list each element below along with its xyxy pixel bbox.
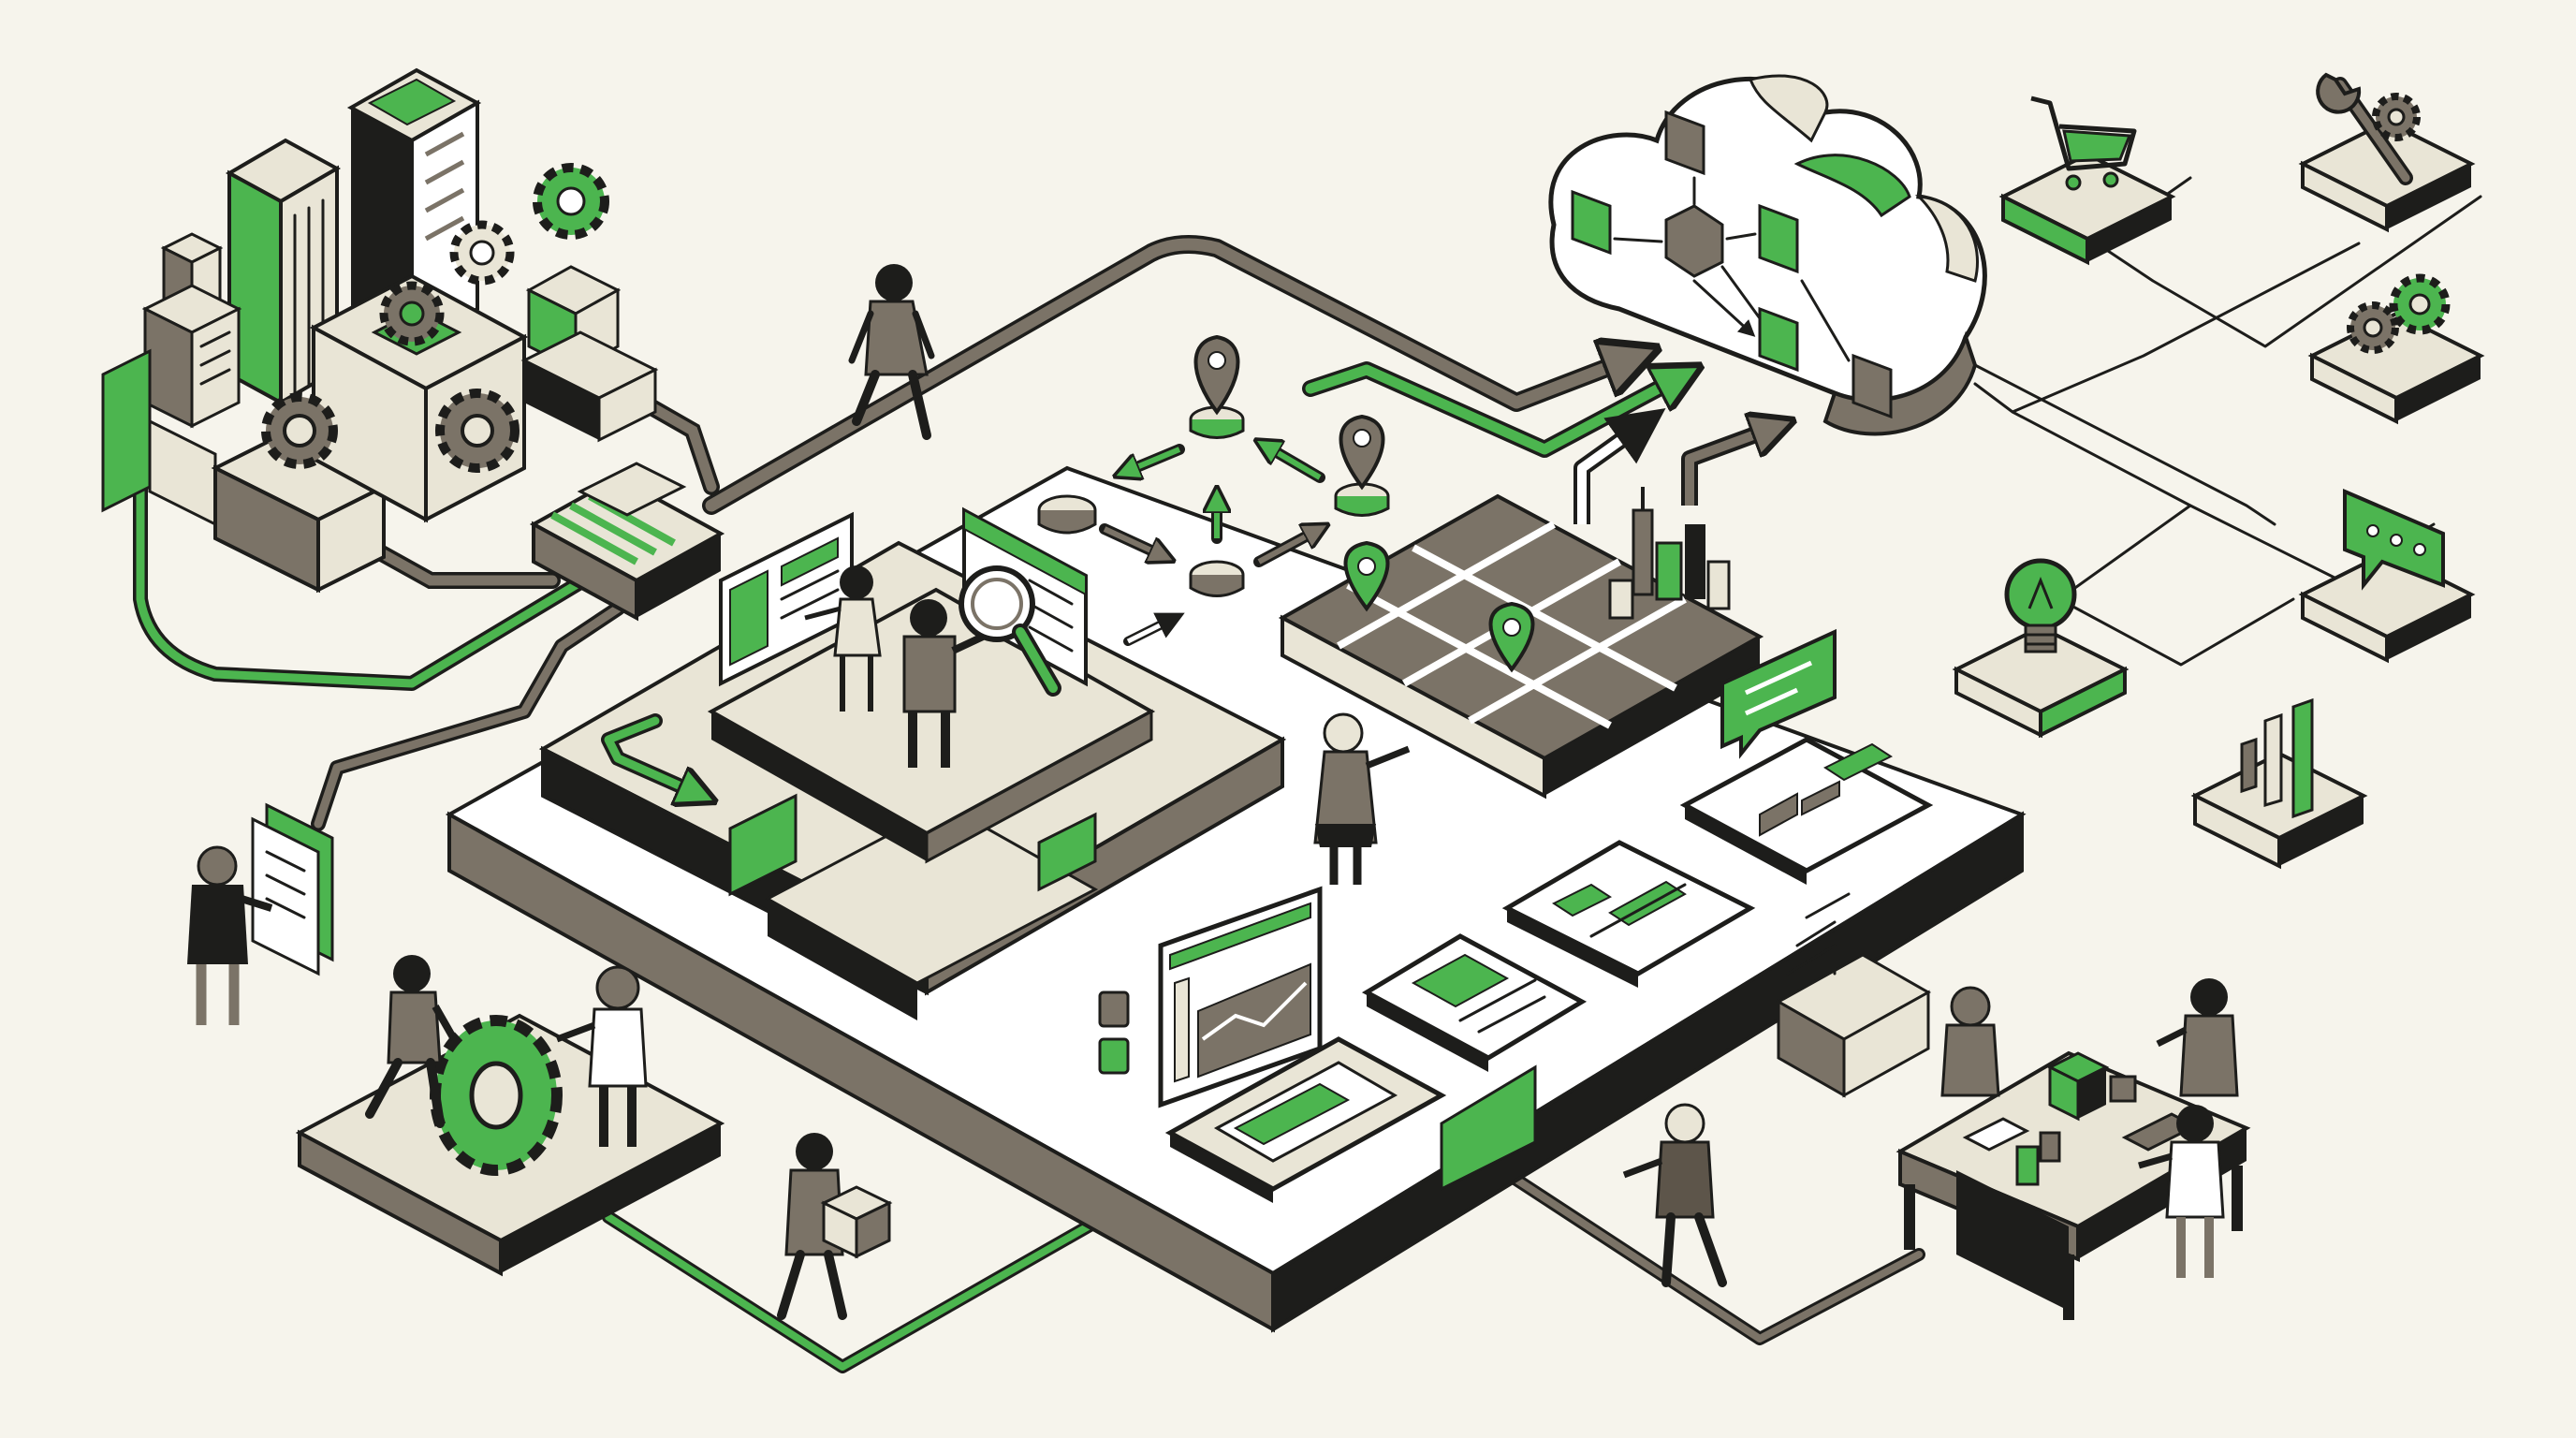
- gear-icon: [435, 389, 520, 473]
- tile-analytics: [2190, 697, 2368, 870]
- map-pin-icon: [1339, 414, 1385, 491]
- person-analyst: [902, 599, 985, 768]
- tablet-icon: [1679, 737, 1934, 885]
- chat-bubble-icon: [2343, 488, 2445, 591]
- wrench-gear-icon: [2316, 72, 2421, 185]
- tile-ideas: [1952, 558, 2130, 739]
- gears-icon: [2347, 273, 2451, 354]
- node-disc-4: [1334, 482, 1390, 517]
- map-pin-icon: [1343, 540, 1390, 612]
- monitor-chart: [1158, 886, 1323, 1108]
- gear-icon: [430, 1015, 563, 1176]
- service-tiles: [1952, 72, 2485, 870]
- workflow-nodes: [1571, 110, 1893, 419]
- stepped-tower: [101, 232, 242, 527]
- collaboration-table: [1895, 978, 2251, 1320]
- gear-icon: [261, 392, 338, 469]
- tile-settings: [2307, 273, 2485, 425]
- person-pointing: [1313, 712, 1411, 885]
- stairs: [1775, 892, 1932, 1098]
- side-widgets: [1098, 990, 1130, 1075]
- documents-stack: [251, 802, 334, 976]
- mini-skyline: [1608, 487, 1731, 620]
- person-standing: [2138, 1105, 2225, 1278]
- person-seated: [1940, 986, 2000, 1097]
- conveyor-machine: [529, 462, 725, 622]
- tablet-icon: [1361, 933, 1588, 1072]
- factory-block: [211, 433, 388, 594]
- person-standing: [2156, 978, 2239, 1097]
- node-disc-1: [1037, 494, 1097, 535]
- tablet-icon: [1501, 840, 1756, 988]
- cloud-workflow: [1548, 74, 1987, 436]
- person-walking: [848, 264, 935, 440]
- magnifier-icon: [959, 565, 1061, 697]
- main-platform: [445, 465, 2027, 1333]
- gear-icon: [449, 220, 515, 286]
- connector-pipes: [133, 176, 2482, 1373]
- bar-chart-icon: [2240, 697, 2314, 819]
- gear-icon: [533, 163, 609, 240]
- location-network: [1037, 334, 1390, 646]
- chat-bubble-icon: [1720, 628, 1837, 759]
- person-walking: [1622, 1103, 1727, 1287]
- small-cube-building: [520, 265, 659, 443]
- person-with-documents: [187, 845, 273, 1025]
- cart-icon: [2030, 95, 2137, 191]
- tile-tools: [2298, 72, 2476, 233]
- gear-teamwork: [295, 955, 725, 1277]
- node-disc-3: [1189, 405, 1245, 439]
- person-pushing-gear: [365, 955, 458, 1128]
- delivery-worker: [777, 1133, 893, 1320]
- person-woman-presenter: [804, 565, 882, 712]
- laptop-icon: [1164, 1036, 1447, 1203]
- gear-icon: [379, 281, 445, 346]
- device-dashboards: [1098, 628, 1934, 1203]
- tile-shopping: [1998, 95, 2176, 266]
- map-pin-icon: [1193, 334, 1240, 416]
- map-pin-icon: [1488, 601, 1535, 673]
- analysis-platform: [538, 506, 1287, 1020]
- package-icon: [820, 1185, 893, 1259]
- city-factory: [101, 67, 659, 594]
- lightbulb-icon: [2004, 558, 2077, 653]
- tile-messages: [2298, 488, 2476, 664]
- person-helper: [555, 965, 648, 1147]
- node-disc-2: [1189, 560, 1245, 597]
- city-map: [1278, 408, 1778, 800]
